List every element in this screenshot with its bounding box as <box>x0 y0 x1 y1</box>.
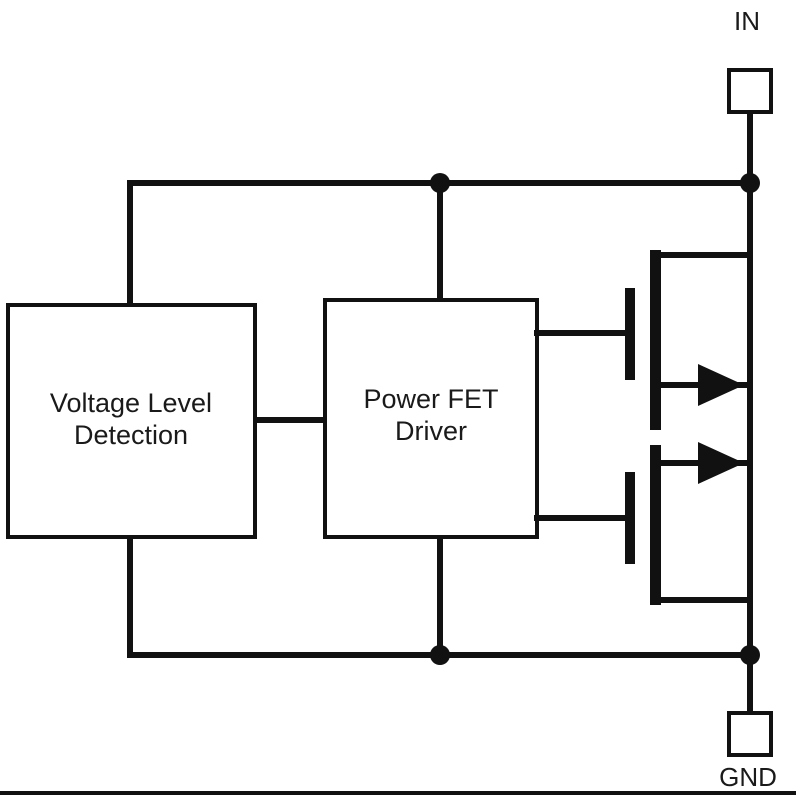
block-power-fet-driver <box>323 298 539 539</box>
power-fet-driver-label-line2: Driver <box>395 416 467 446</box>
fet-lower-gate-bar <box>625 472 635 564</box>
block-voltage-level-detection <box>6 303 257 539</box>
terminal-in-box <box>727 68 773 114</box>
junction-dot-bottom-right <box>740 645 760 665</box>
fet-upper-gate-bar <box>625 288 635 380</box>
voltage-level-detection-label-line2: Detection <box>74 420 188 450</box>
voltage-level-detection-label-line1: Voltage Level <box>50 388 212 418</box>
fet-upper <box>534 250 753 430</box>
terminal-in-label: IN <box>734 6 760 36</box>
body-diode-upper-arrow <box>698 364 744 406</box>
junction-dot-bottom-center <box>430 645 450 665</box>
junction-dot-top-center <box>430 173 450 193</box>
terminal-gnd-label: GND <box>719 762 777 792</box>
fet-lower <box>534 442 753 605</box>
junction-dot-top-right <box>740 173 760 193</box>
power-fet-driver-label-line1: Power FET <box>363 384 498 414</box>
fet-upper-channel-bar <box>650 250 661 430</box>
terminal-gnd-box <box>727 711 773 757</box>
body-diode-lower-arrow <box>698 442 744 484</box>
fet-lower-channel-bar <box>650 445 661 605</box>
